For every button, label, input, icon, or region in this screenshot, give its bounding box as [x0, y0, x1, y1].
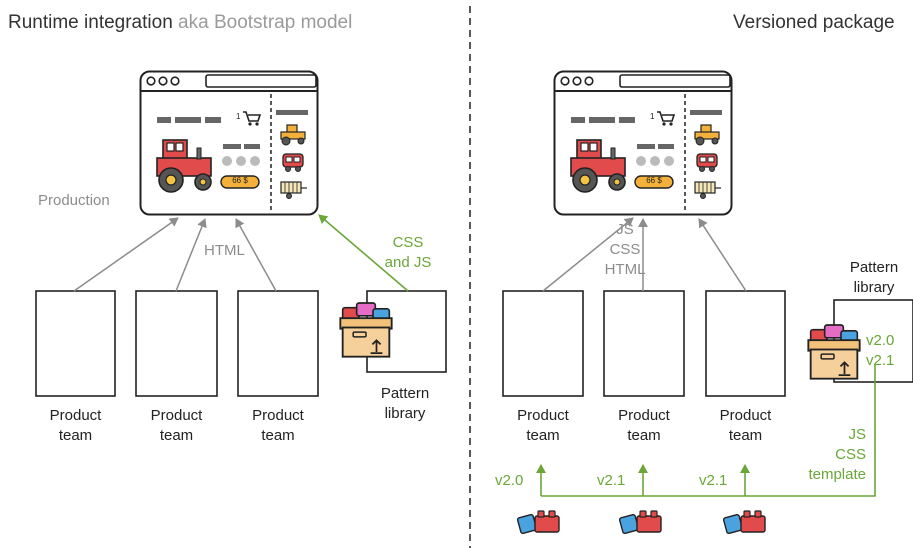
- right-team-label-1-line1: Product: [517, 407, 569, 424]
- left-section-title: Runtime integration aka Bootstrap model: [8, 12, 352, 34]
- right-team-label-3-line2: team: [728, 427, 763, 444]
- left-team-label-3: Product team: [238, 406, 318, 446]
- right-cart-count: 1: [650, 112, 655, 121]
- js-css-template-label-line1: JS: [848, 426, 866, 443]
- left-product-team-box-3: [237, 290, 319, 397]
- bricks-icon-team1: [517, 510, 560, 535]
- left-product-team-box-2: [135, 290, 218, 397]
- right-browser-window: [553, 70, 733, 216]
- right-team-label-3-line1: Product: [719, 407, 772, 424]
- left-team-label-2-line1: Product: [150, 407, 203, 424]
- left-title-aka: aka Bootstrap model: [178, 12, 353, 33]
- right-team-label-2-line1: Product: [618, 407, 670, 424]
- production-label: Production: [38, 192, 110, 209]
- left-pattern-library-label-line2: library: [384, 405, 426, 422]
- js-css-template-label-line3: template: [808, 466, 866, 483]
- js-css-template-label: JS CSS template: [800, 425, 866, 485]
- right-section-title: Versioned package: [733, 12, 895, 33]
- html-label: HTML: [204, 242, 245, 259]
- left-team-label-1-line1: Product: [49, 407, 102, 424]
- left-team-label-2: Product team: [136, 406, 217, 446]
- js-css-html-label-line1: JS: [616, 221, 634, 238]
- js-css-template-label-line2: CSS: [835, 446, 866, 463]
- left-browser-window: [139, 70, 319, 216]
- left-arrow-pattern-library: [318, 214, 409, 292]
- right-product-team-box-3: [705, 290, 786, 397]
- left-team-label-1: Product team: [36, 406, 115, 446]
- right-pattern-library-label-line1: Pattern: [849, 259, 899, 276]
- team2-version-label: v2.1: [597, 472, 626, 489]
- left-pattern-library-label: Pattern library: [364, 384, 446, 424]
- left-arrow-team1: [73, 217, 179, 292]
- right-price-tag: 66 $: [646, 176, 662, 185]
- left-team-label-3-line2: team: [261, 427, 295, 444]
- js-css-html-label: JS CSS HTML: [603, 220, 647, 280]
- right-pattern-library-label: Pattern library: [835, 258, 913, 298]
- js-css-html-label-line3: HTML: [604, 261, 646, 278]
- pattern-library-version-v20: v2.0: [866, 332, 895, 349]
- team3-version-label: v2.1: [699, 472, 728, 489]
- right-team-label-3: Product team: [706, 406, 785, 446]
- right-pattern-library-icon: [807, 324, 861, 380]
- css-js-label-line1: CSS: [392, 234, 424, 251]
- css-js-label: CSS and JS: [380, 233, 436, 273]
- team1-version-label: v2.0: [495, 472, 524, 489]
- right-product-team-box-1: [502, 290, 584, 397]
- right-team-label-1-line2: team: [526, 427, 560, 444]
- left-title-main: Runtime integration: [8, 12, 173, 33]
- left-arrow-team3: [235, 218, 277, 292]
- bricks-icon-team2: [619, 510, 662, 535]
- left-pattern-library-icon: [339, 302, 393, 358]
- left-team-label-2-line2: team: [159, 427, 194, 444]
- js-css-html-label-line2: CSS: [609, 241, 641, 258]
- css-js-label-line2: and JS: [384, 254, 432, 271]
- right-product-team-box-2: [603, 290, 685, 397]
- right-team-label-2-line2: team: [627, 427, 661, 444]
- left-price-tag: 66 $: [232, 176, 248, 185]
- left-cart-count: 1: [236, 112, 241, 121]
- left-pattern-library-label-line1: Pattern: [380, 385, 430, 402]
- right-pattern-library-label-line2: library: [853, 279, 895, 296]
- right-arrow-team3: [698, 218, 747, 292]
- right-team-label-1: Product team: [503, 406, 583, 446]
- bricks-icon-team3: [723, 510, 766, 535]
- left-product-team-box-1: [35, 290, 116, 397]
- left-team-label-3-line1: Product: [252, 407, 304, 424]
- right-team-label-2: Product team: [604, 406, 684, 446]
- pattern-library-versions: v2.0 v2.1: [866, 331, 894, 371]
- right-arrow-team1: [542, 217, 634, 292]
- right-distribution-line: [541, 364, 876, 497]
- pattern-library-version-v21: v2.1: [866, 352, 895, 369]
- left-team-label-1-line2: team: [58, 427, 93, 444]
- left-arrow-team2: [175, 218, 207, 292]
